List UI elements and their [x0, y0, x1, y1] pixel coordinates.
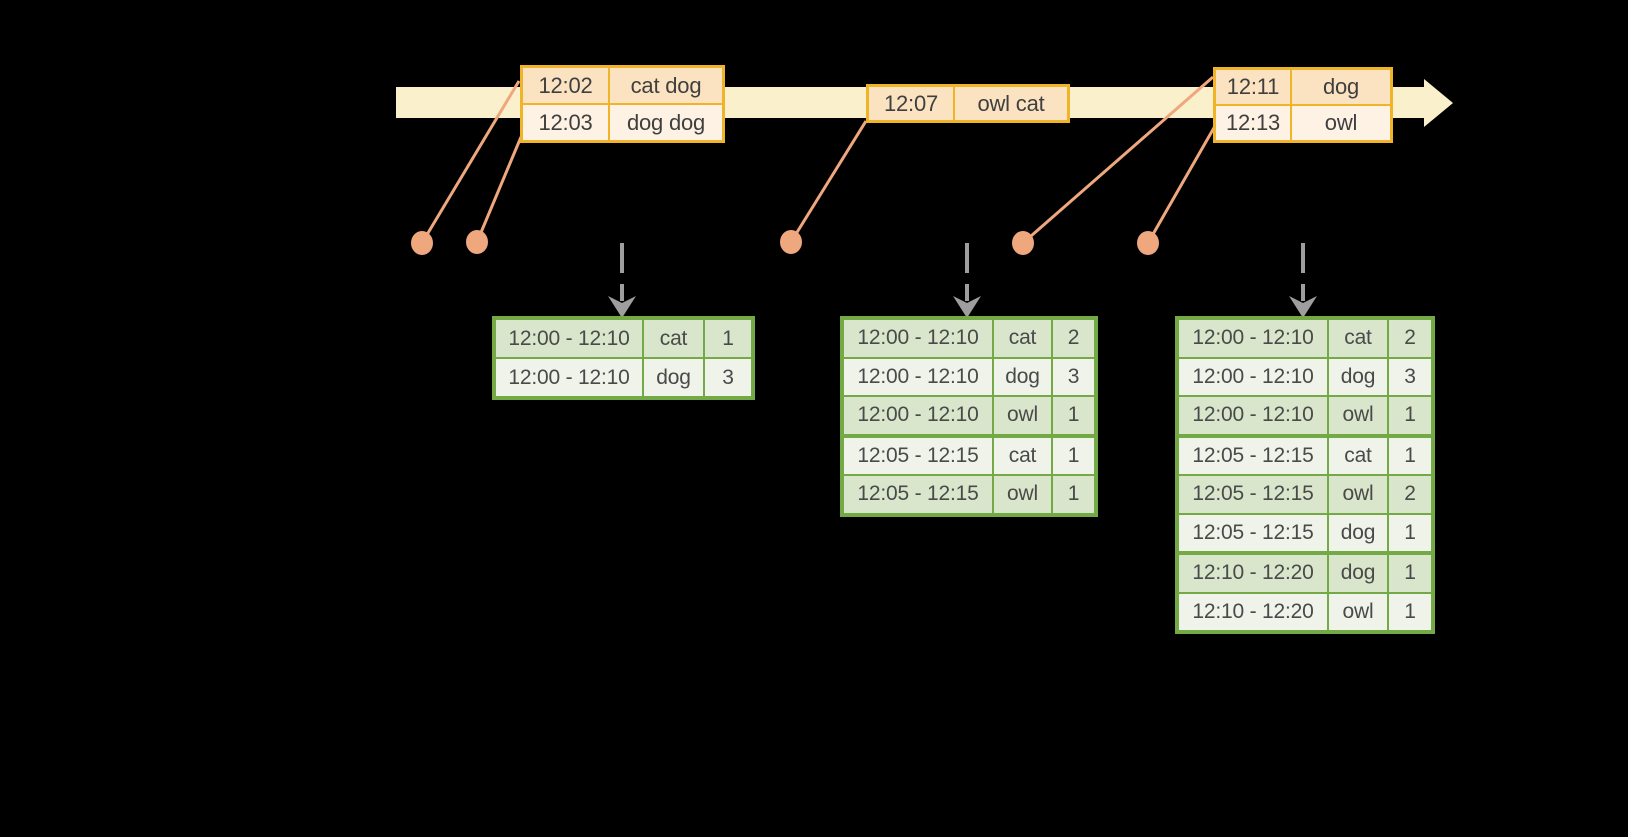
window-cell: 12:00 - 12:10 [1179, 320, 1327, 357]
count-cell: 1 [1389, 397, 1431, 434]
count-cell: 1 [1053, 476, 1094, 513]
window-cell: 12:00 - 12:10 [1179, 397, 1327, 434]
word-cell: cat [644, 320, 703, 357]
word-cell: dog [1329, 358, 1387, 395]
window-cell: 12:05 - 12:15 [844, 476, 992, 513]
event-words-cell: cat dog [610, 68, 722, 103]
event-words-cell: dog [1292, 70, 1390, 104]
count-cell: 1 [1389, 437, 1431, 474]
window-cell: 12:05 - 12:15 [844, 437, 992, 474]
word-cell: owl [994, 397, 1051, 434]
word-cell: owl [994, 476, 1051, 513]
event-words-cell: owl cat [955, 87, 1067, 120]
trigger-arrowhead-icon [1289, 296, 1317, 318]
word-cell: dog [1329, 514, 1387, 551]
trigger-arrowhead-icon [953, 296, 981, 318]
window-cell: 12:00 - 12:10 [496, 359, 642, 396]
event-words-cell: dog dog [610, 105, 722, 140]
word-cell: dog [644, 359, 703, 396]
event-dot [466, 230, 488, 254]
window-cell: 12:10 - 12:20 [1179, 555, 1327, 592]
event-time-cell: 12:02 [523, 68, 608, 103]
window-cell: 12:00 - 12:10 [1179, 358, 1327, 395]
count-cell: 1 [1389, 555, 1431, 592]
word-cell: cat [994, 437, 1051, 474]
window-cell: 12:05 - 12:15 [1179, 437, 1327, 474]
event-dot [1012, 231, 1034, 255]
count-cell: 2 [1053, 320, 1094, 357]
window-cell: 12:00 - 12:10 [844, 358, 992, 395]
timeline-arrowhead-icon [1424, 79, 1453, 127]
word-cell: cat [994, 320, 1051, 357]
count-cell: 3 [1389, 358, 1431, 395]
word-cell: dog [994, 358, 1051, 395]
event-time-cell: 12:07 [869, 87, 953, 120]
event-connector-line [1146, 125, 1217, 244]
event-connector-line [475, 136, 523, 243]
event-dot [1137, 231, 1159, 255]
window-cell: 12:00 - 12:10 [844, 320, 992, 357]
count-cell: 2 [1389, 320, 1431, 357]
window-cell: 12:05 - 12:15 [1179, 514, 1327, 551]
count-cell: 1 [1053, 437, 1094, 474]
event-dot [780, 230, 802, 254]
window-cell: 12:10 - 12:20 [1179, 593, 1327, 630]
window-cell: 12:00 - 12:10 [496, 320, 642, 357]
window-cell: 12:00 - 12:10 [844, 397, 992, 434]
count-cell: 3 [1053, 358, 1094, 395]
event-time-cell: 12:11 [1216, 70, 1290, 104]
event-time-cell: 12:03 [523, 105, 608, 140]
count-cell: 1 [1053, 397, 1094, 434]
event-connector-line [789, 120, 868, 243]
count-cell: 2 [1389, 476, 1431, 513]
word-cell: cat [1329, 320, 1387, 357]
event-time-cell: 12:13 [1216, 106, 1290, 140]
window-cell: 12:05 - 12:15 [1179, 476, 1327, 513]
event-words-cell: owl [1292, 106, 1390, 140]
count-cell: 3 [705, 359, 751, 396]
word-cell: owl [1329, 476, 1387, 513]
word-cell: owl [1329, 397, 1387, 434]
count-cell: 1 [705, 320, 751, 357]
word-cell: dog [1329, 555, 1387, 592]
word-cell: cat [1329, 437, 1387, 474]
event-dot [411, 231, 433, 255]
count-cell: 1 [1389, 593, 1431, 630]
count-cell: 1 [1389, 514, 1431, 551]
trigger-arrowhead-icon [608, 296, 636, 318]
word-cell: owl [1329, 593, 1387, 630]
